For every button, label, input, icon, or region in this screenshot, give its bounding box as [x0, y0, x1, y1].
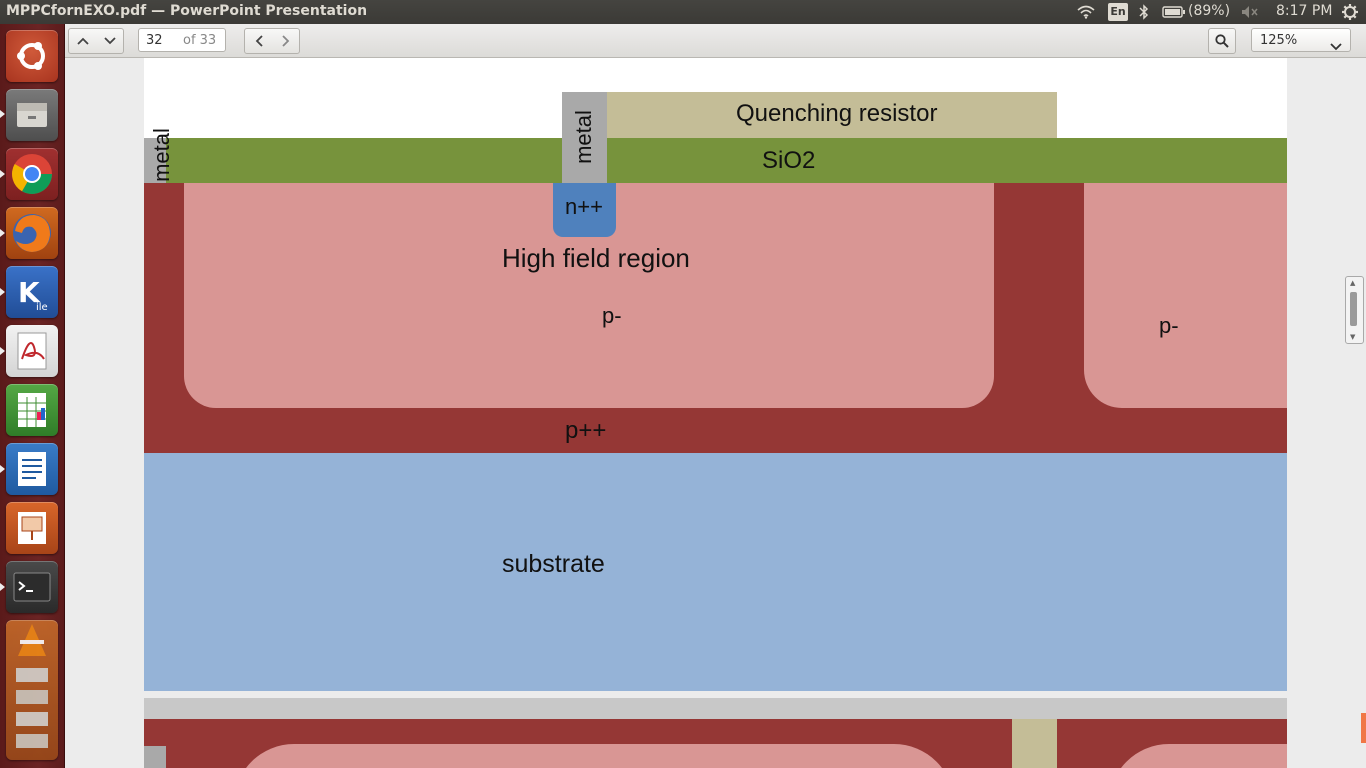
calc-icon[interactable] [6, 384, 58, 436]
running-indicator [0, 465, 5, 473]
n-plus-label: n++ [565, 194, 603, 219]
metal-contact-left [144, 138, 166, 183]
zoom-select[interactable]: 125% [1251, 28, 1351, 52]
pdf-page: Quenching resistor SiO2 metal p++ High f… [144, 58, 1287, 691]
running-indicator [0, 583, 5, 591]
n-plus-region: n++ [553, 183, 616, 237]
impress-icon[interactable] [6, 502, 58, 554]
viewer-toolbar: 32 of 33 125% [65, 24, 1366, 58]
back-chevron-icon[interactable] [245, 29, 272, 53]
chevron-down-icon [1330, 36, 1342, 55]
svg-text:ile: ile [36, 302, 48, 313]
page2-p-minus-left [234, 744, 954, 768]
battery-percent: (89%) [1188, 3, 1231, 19]
running-indicator [0, 347, 5, 355]
battery-icon[interactable] [1160, 0, 1188, 24]
scroll-down-icon[interactable]: ▼ [1350, 333, 1356, 341]
terminal-icon[interactable] [6, 561, 58, 613]
window-title: MPPCfornEXO.pdf — PowerPoint Presentatio… [6, 3, 368, 19]
substrate-label: substrate [502, 550, 605, 578]
pdf-viewer-icon[interactable] [6, 325, 58, 377]
page-nav-group [68, 28, 124, 54]
metal-contact-center: metal [562, 92, 607, 183]
volume-muted-icon[interactable] [1238, 0, 1262, 24]
search-icon [1215, 34, 1229, 48]
p-plus-label: p++ [565, 417, 607, 444]
high-field-label: High field region [502, 243, 690, 273]
firefox-icon[interactable] [6, 207, 58, 259]
metal-center-label: metal [571, 110, 596, 164]
next-pdf-page [144, 698, 1287, 768]
quenching-resistor-label: Quenching resistor [736, 100, 938, 127]
settings-gear-icon[interactable] [1338, 0, 1362, 24]
running-indicator [0, 170, 5, 178]
language-indicator[interactable]: En [1108, 3, 1128, 21]
sio2-layer: SiO2 [144, 138, 1287, 183]
writer-icon[interactable] [6, 443, 58, 495]
page2-resistor [1012, 719, 1057, 768]
ubuntu-icon[interactable] [6, 30, 58, 82]
previous-page-up-icon[interactable] [69, 29, 96, 53]
metal-left-label: metal [149, 128, 174, 182]
wifi-icon[interactable] [1074, 0, 1098, 24]
history-nav-group [244, 28, 300, 54]
running-indicator [0, 110, 5, 118]
scroll-up-icon[interactable]: ▲ [1350, 279, 1356, 287]
page2-metal-left [144, 746, 166, 768]
page-total: of 33 [183, 33, 217, 48]
page-number-input[interactable]: 32 of 33 [138, 28, 226, 52]
sio2-label: SiO2 [762, 147, 816, 174]
p-minus-right-label: p- [1159, 313, 1179, 338]
overview-marker [1361, 713, 1366, 743]
scrollbar-thumb[interactable] [1350, 292, 1357, 326]
search-button[interactable] [1208, 28, 1236, 54]
files-icon[interactable] [6, 89, 58, 141]
substrate-layer: substrate [144, 453, 1287, 691]
p-minus-left-label: p- [602, 303, 622, 328]
forward-chevron-icon[interactable] [272, 29, 299, 53]
svg-text:K: K [18, 276, 41, 309]
next-page-down-icon[interactable] [96, 29, 123, 53]
metal-left-anchor: metal [149, 92, 174, 182]
running-indicator [0, 229, 5, 237]
bluetooth-icon[interactable] [1136, 0, 1152, 24]
chrome-icon[interactable] [6, 148, 58, 200]
zoom-value: 125% [1260, 33, 1298, 48]
running-indicator [0, 288, 5, 296]
document-viewer[interactable]: Quenching resistor SiO2 metal p++ High f… [65, 58, 1366, 768]
top-panel: MPPCfornEXO.pdf — PowerPoint Presentatio… [0, 0, 1366, 24]
vlc-icon[interactable] [6, 620, 58, 760]
page-number[interactable]: 32 [146, 33, 163, 48]
p-minus-region-right: p- [1084, 183, 1287, 408]
page2-sio2-strip [144, 698, 1287, 719]
quenching-resistor-layer: Quenching resistor [607, 92, 1057, 138]
vertical-scrollbar[interactable]: ▲ ▼ [1345, 276, 1364, 344]
clock[interactable]: 8:17 PM [1276, 3, 1333, 19]
